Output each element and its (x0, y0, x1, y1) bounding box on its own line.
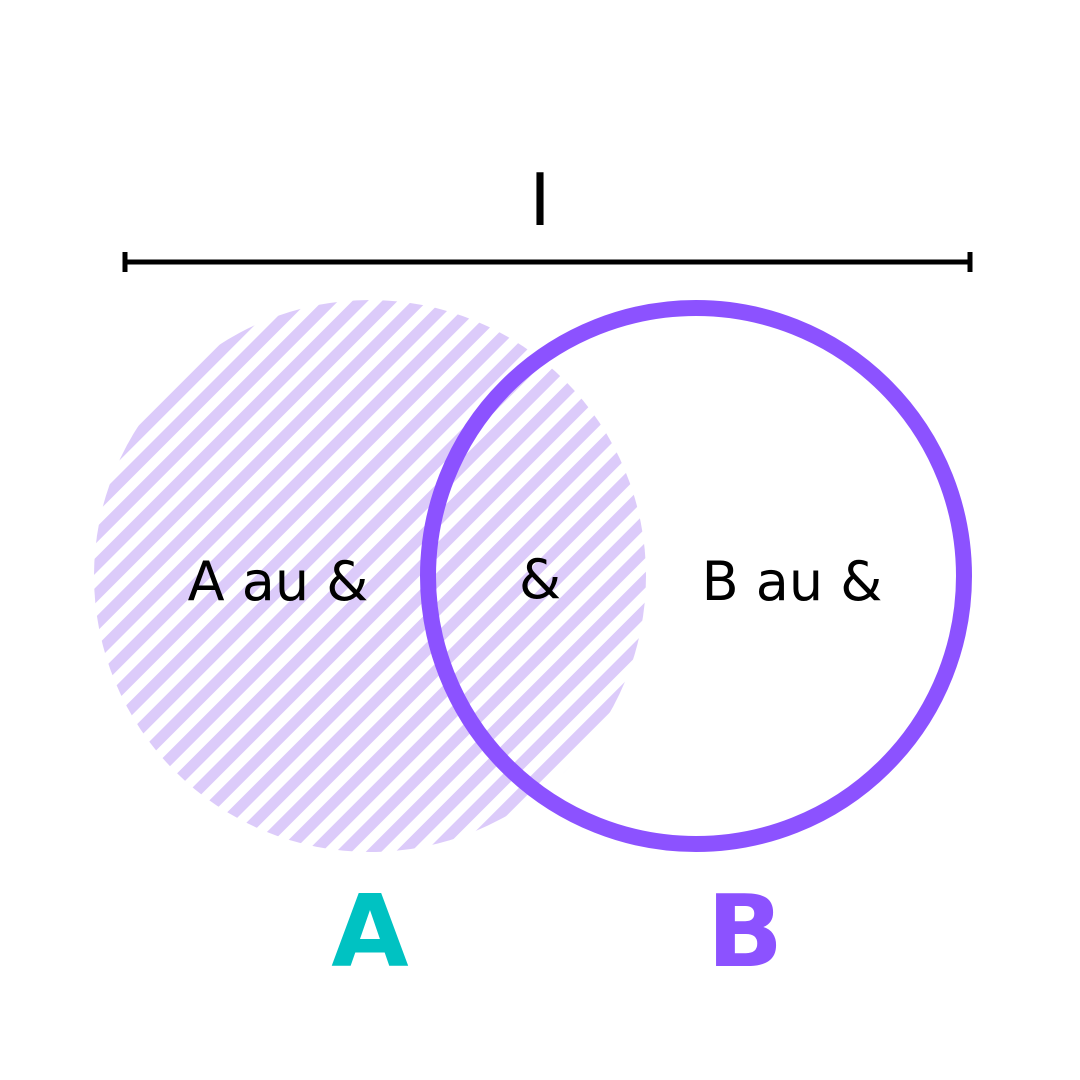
set-a-circle (94, 300, 646, 852)
region-label-intersection: & (519, 548, 561, 611)
set-b-circle (420, 300, 972, 852)
set-a-name: A (331, 873, 408, 990)
universe-label: I (529, 158, 550, 242)
set-b-name: B (707, 873, 783, 990)
universe-bracket (122, 252, 973, 272)
region-label-only-a: A au & (188, 550, 369, 613)
region-label-only-b: B au & (702, 550, 883, 613)
